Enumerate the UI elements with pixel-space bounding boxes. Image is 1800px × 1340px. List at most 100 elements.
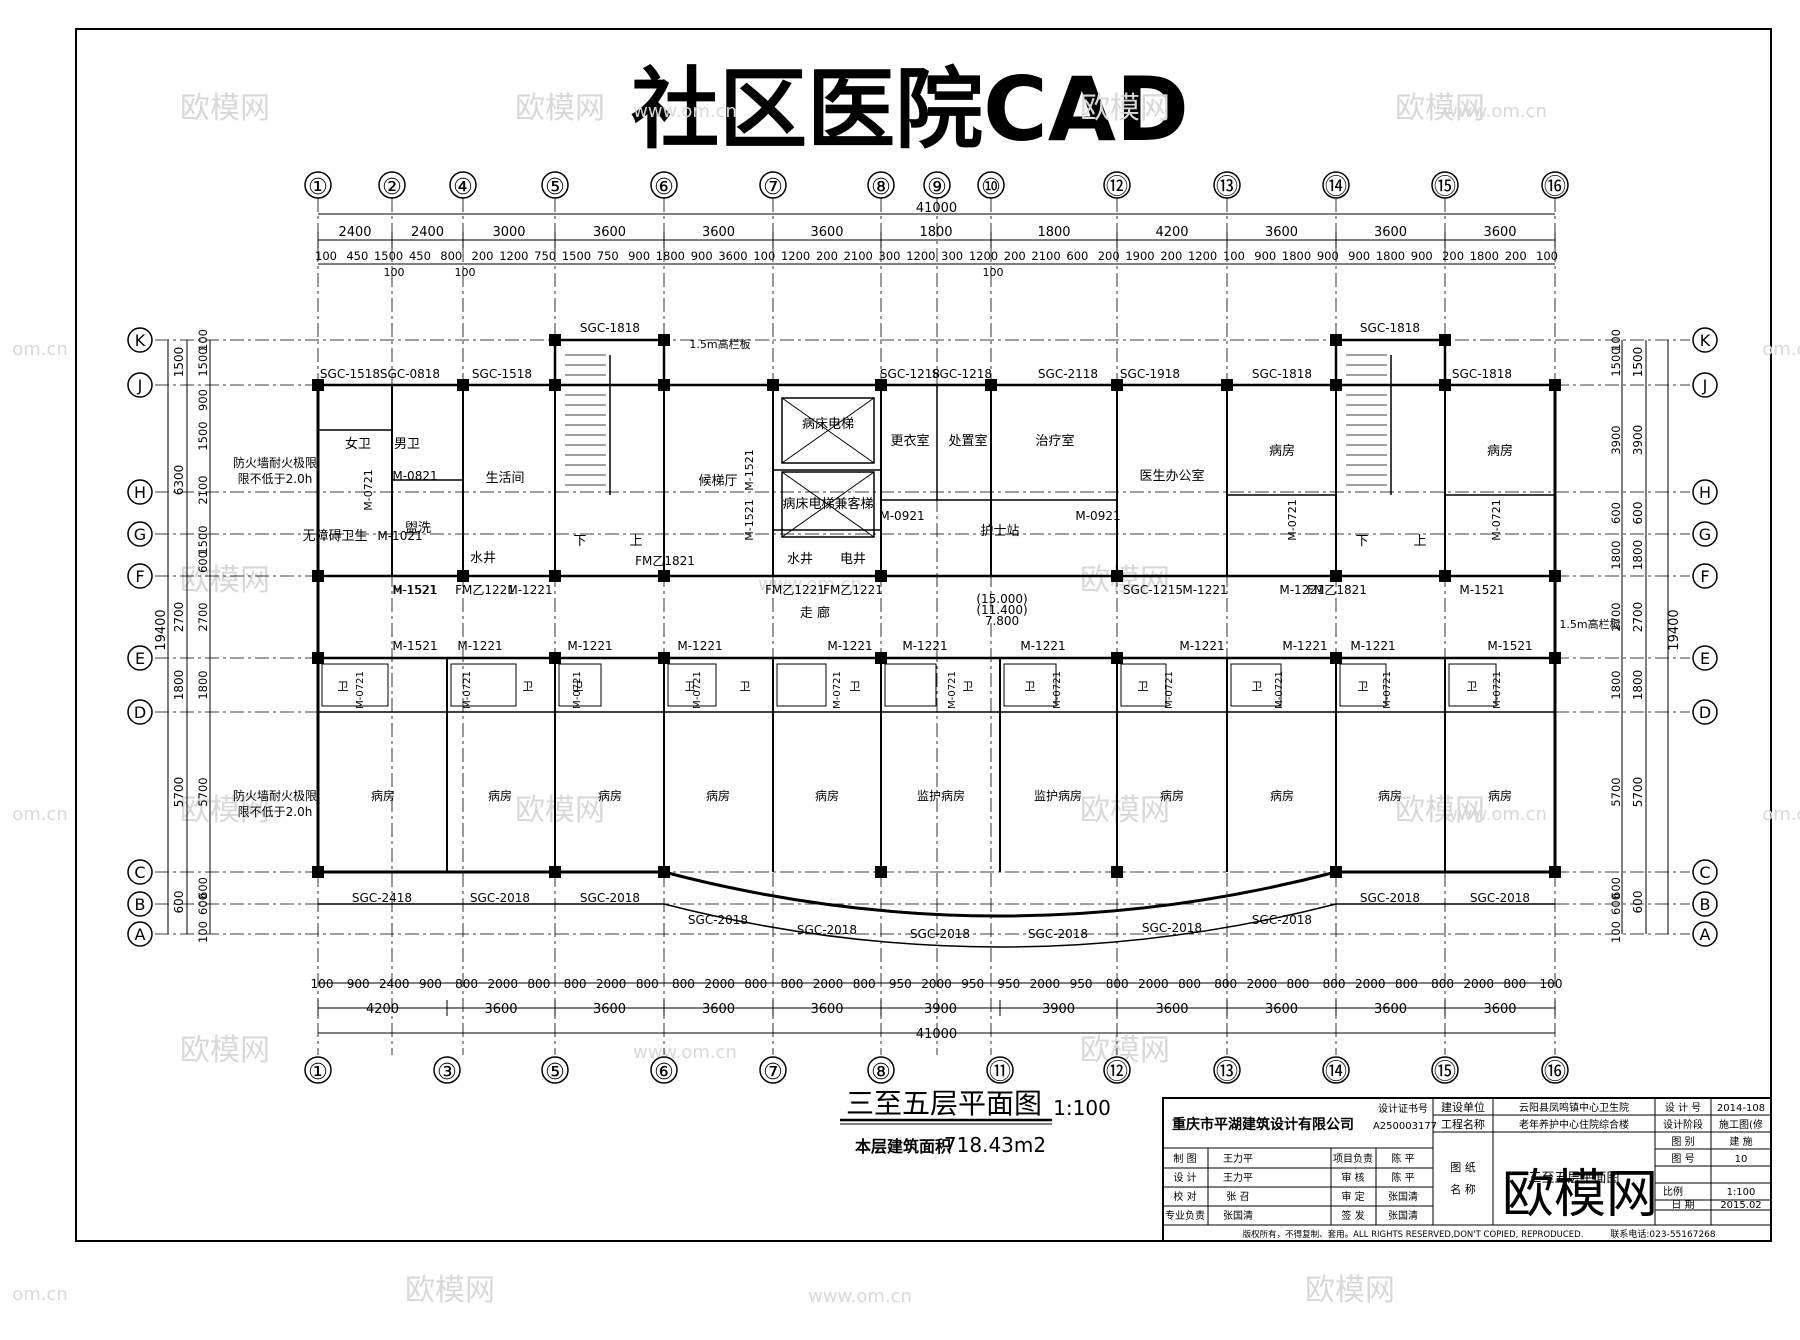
bath-box xyxy=(1448,663,1497,707)
tb-role: 专业负责 xyxy=(1165,1209,1205,1222)
grid-label-bottom: ⑥ xyxy=(654,1060,674,1085)
dim-top-2: 200 xyxy=(816,249,838,263)
page-title: 社区医院CAD xyxy=(631,58,1189,161)
column xyxy=(1549,379,1561,391)
watermark-url: www.om.cn xyxy=(808,1286,912,1307)
watermark-text: 欧模网 xyxy=(515,793,605,828)
grid-label-left: A xyxy=(135,925,146,944)
drawing-name: 三至五层平面图 xyxy=(846,1087,1042,1120)
dim-top-2: 1200 xyxy=(499,249,528,263)
tag-sgc2018: SGC-2018 xyxy=(1360,891,1420,905)
grid-bubble-top xyxy=(1431,171,1459,199)
room-label-down: 下 xyxy=(573,534,586,549)
dim-bottom-2: 3900 xyxy=(924,1002,957,1017)
grid-label-right: H xyxy=(1699,483,1711,502)
grid-label-left: C xyxy=(134,863,145,882)
note-firewall-2: 限不低于2.0h xyxy=(238,472,313,486)
dim-left-1: 600 xyxy=(172,891,186,914)
grid-bubble-right xyxy=(1692,372,1718,398)
grid-label-left: E xyxy=(135,649,145,668)
grid-bubble-top xyxy=(1322,171,1350,199)
tb-cert-label: 设计证书号 xyxy=(1378,1102,1428,1115)
column xyxy=(1330,866,1342,878)
dim-top-2: 900 xyxy=(628,249,650,263)
column xyxy=(312,570,324,582)
grid-label-top: ② xyxy=(382,175,402,200)
grid-label-left: F xyxy=(135,567,144,586)
grid-label-top: ④ xyxy=(453,175,473,200)
bath-box xyxy=(1003,663,1057,707)
tag-m0921: M-0921 xyxy=(1075,509,1120,523)
dim-bottom-1: 800 xyxy=(1287,977,1310,991)
column xyxy=(875,570,887,582)
tb-cat_label: 图 别 xyxy=(1671,1136,1694,1148)
tag-m1521: M-1521 xyxy=(392,583,437,597)
watermark-text: 欧模网 xyxy=(180,1033,270,1068)
dim-top-2: 100 xyxy=(1223,249,1245,263)
grid-label-top: ⑫ xyxy=(1106,175,1128,200)
dim-bottom-1: 2000 xyxy=(1138,977,1169,991)
tag-m1221: M-1221 xyxy=(1279,583,1324,597)
grid-label-top: ⑦ xyxy=(763,175,783,200)
note-firewall-1: 防火墙耐火极限 xyxy=(233,455,317,470)
tag-m1521: M-1521 xyxy=(743,499,756,540)
dim-right-2: 600 xyxy=(1609,502,1623,524)
dim-total-top-label: 41000 xyxy=(916,201,957,216)
tag-sgc2418: SGC-2418 xyxy=(352,891,412,905)
grid-label-right: C xyxy=(1699,863,1710,882)
tag-m1221: M-1221 xyxy=(1350,639,1395,653)
dim-top-2: 1200 xyxy=(1188,249,1217,263)
tag-sgc2018: SGC-2018 xyxy=(797,923,857,937)
room-label-down: 下 xyxy=(1355,534,1368,549)
tag-sgc2018: SGC-2018 xyxy=(580,891,640,905)
note-firewall-2: 限不低于2.0h xyxy=(238,805,313,819)
column xyxy=(1330,570,1342,582)
column xyxy=(658,570,670,582)
dim-bottom-1: 900 xyxy=(419,977,442,991)
tag-sgc2018: SGC-2018 xyxy=(470,891,530,905)
room-label-up: 上 xyxy=(1413,534,1426,549)
dim-top-2: 900 xyxy=(691,249,713,263)
room-label-treatment: 治疗室 xyxy=(1035,433,1074,449)
room-label-lift2: 病床电梯兼客梯 xyxy=(782,496,873,512)
column xyxy=(658,334,670,346)
tag-m1521: M-1521 xyxy=(743,449,756,490)
dim-right-1: 3900 xyxy=(1631,425,1645,456)
watermark-text: 欧模网 xyxy=(1395,793,1485,828)
dim-top-1: 3600 xyxy=(702,225,735,240)
room-label-icu: 监护病房 xyxy=(917,788,965,803)
grid-bubble-right xyxy=(1692,521,1718,547)
grid-bubble-bottom xyxy=(1213,1056,1241,1084)
dim-top-2: 100 xyxy=(315,249,337,263)
room-label-lift1: 病床电梯 xyxy=(802,417,854,432)
grid-bubble-top xyxy=(923,171,951,199)
column xyxy=(1549,570,1561,582)
tb-name2: 张国清 xyxy=(1388,1209,1418,1222)
dim-left-2: 2100 xyxy=(196,475,210,504)
room-label-icu: 监护病房 xyxy=(1034,788,1082,803)
dim-top-1: 1800 xyxy=(919,225,952,240)
tag-fm1221: FM乙1221 xyxy=(765,583,825,597)
tb-cert-no: A250003177 xyxy=(1373,1121,1437,1132)
column xyxy=(1439,379,1451,391)
column xyxy=(457,570,469,582)
dim-right-1: 1500 xyxy=(1631,347,1645,378)
column xyxy=(1111,379,1123,391)
tag-m1221: M-1221 xyxy=(507,583,552,597)
grid-bubble-bottom xyxy=(1541,1056,1569,1084)
grid-bubble-bottom xyxy=(304,1056,332,1084)
tag-sgc1818: SGC-1818 xyxy=(580,321,640,335)
bath-box xyxy=(321,663,389,707)
dim-bottom-1: 100 xyxy=(1540,977,1563,991)
note-firewall-1: 防火墙耐火极限 xyxy=(233,788,317,803)
tag-m1221: M-1221 xyxy=(1282,639,1327,653)
tb-company: 重庆市平湖建筑设计有限公司 xyxy=(1172,1116,1354,1133)
room-label-ward: 病房 xyxy=(488,788,512,803)
bath-box xyxy=(667,663,717,707)
dim-left-1: 2700 xyxy=(172,602,186,633)
tb-scale-label: 比例 xyxy=(1663,1185,1683,1198)
tag-m1221: M-1221 xyxy=(1179,639,1224,653)
dim-bottom-1: 2000 xyxy=(1463,977,1494,991)
grid-bubble-left xyxy=(127,521,153,547)
